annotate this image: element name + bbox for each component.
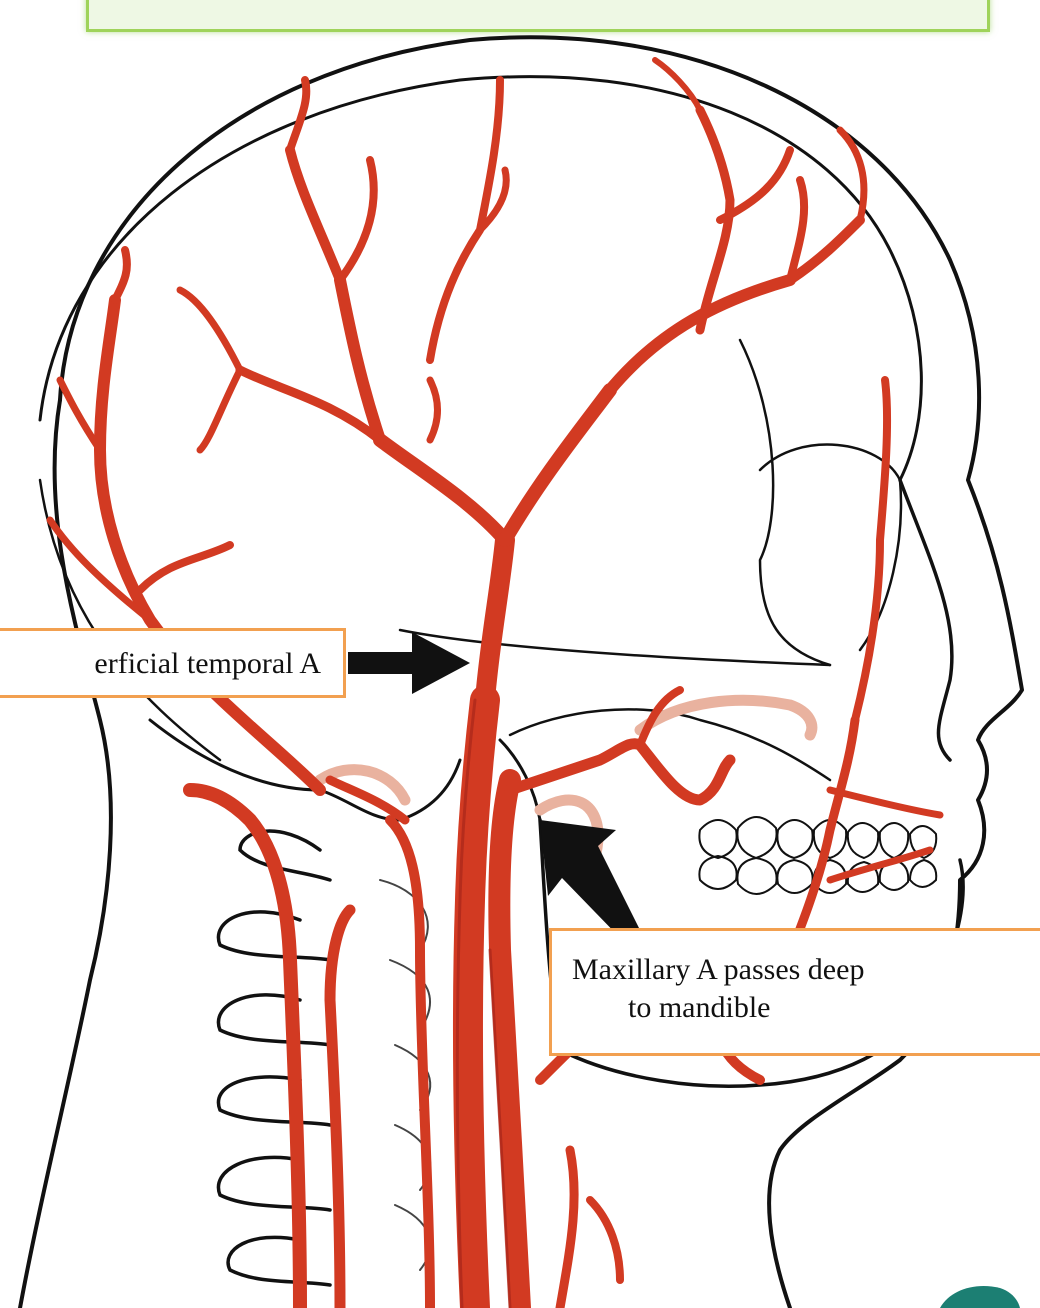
- label-maxillary-artery: Maxillary A passes deep to mandible: [549, 928, 1040, 1056]
- logo-fragment: [940, 1286, 1020, 1308]
- temporal-line: [740, 340, 830, 665]
- skull-base-outline: [40, 480, 220, 760]
- superficial-temporal-artery: [485, 540, 505, 700]
- maxillary-artery: [510, 744, 730, 800]
- cervical-vertebrae: [218, 831, 330, 1285]
- nose-profile: [900, 480, 952, 760]
- occipital-artery: [100, 300, 320, 790]
- label-maxillary-line-2: to mandible: [572, 989, 1040, 1027]
- common-carotid-artery: [468, 700, 485, 1308]
- label-superficial-temporal-artery: erficial temporal A: [0, 628, 346, 698]
- arrow-up-left-icon: [540, 820, 640, 944]
- arrow-right-icon: [348, 632, 470, 694]
- internal-carotid-artery: [499, 780, 520, 1308]
- label-maxillary-line-1: Maxillary A passes deep: [572, 951, 1040, 989]
- cranial-base-line: [400, 630, 830, 665]
